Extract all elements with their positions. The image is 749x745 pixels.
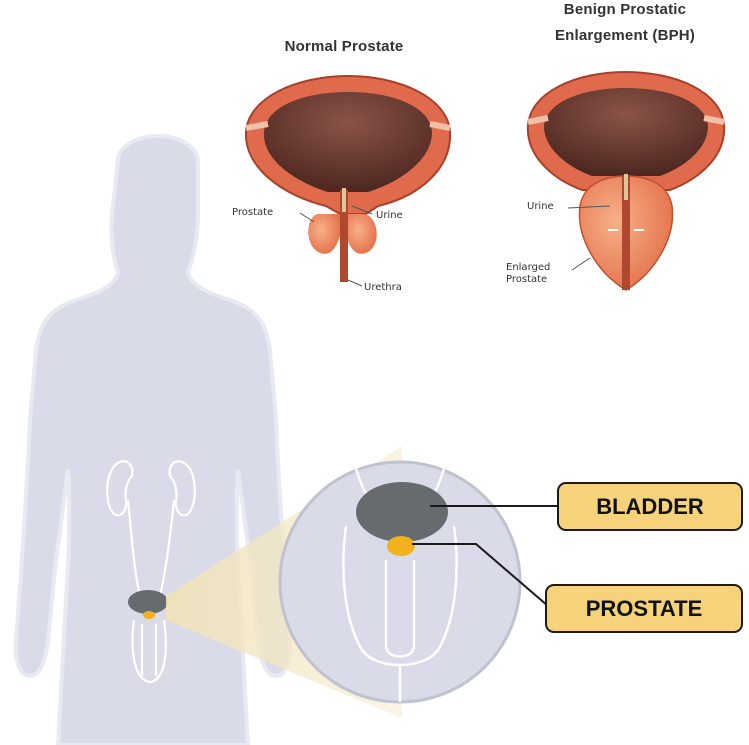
bph-illustration xyxy=(528,72,724,290)
zoom-prostate xyxy=(387,536,415,556)
prostate-callout: PROSTATE xyxy=(545,584,743,633)
normal-prostate-right xyxy=(346,214,377,254)
bph-label-enlarged-line2: Prostate xyxy=(506,274,550,286)
bph-label-enlarged-prostate: Enlarged Prostate xyxy=(506,262,550,286)
bph-label-urine: Urine xyxy=(527,201,554,213)
body-prostate xyxy=(143,611,155,619)
bph-label-enlarged-line1: Enlarged xyxy=(506,262,550,274)
normal-prostate-illustration xyxy=(246,76,450,286)
normal-urine-flow xyxy=(342,188,346,212)
bph-enlarged-pointer xyxy=(572,258,590,270)
zoom-bladder xyxy=(356,482,448,542)
bph-title: Benign Prostatic Enlargement (BPH) xyxy=(520,0,730,46)
normal-label-urethra: Urethra xyxy=(364,282,402,294)
bph-bladder-cavity xyxy=(544,88,708,176)
zoom-circle xyxy=(280,454,520,702)
body-bladder xyxy=(128,590,168,614)
normal-prostate-left xyxy=(308,214,340,254)
bph-title-line2: Enlargement (BPH) xyxy=(520,26,730,46)
bph-urine-flow xyxy=(624,174,628,200)
normal-label-urine: Urine xyxy=(376,210,403,222)
normal-urethra-pointer xyxy=(348,280,362,286)
normal-prostate-title: Normal Prostate xyxy=(244,37,444,57)
bladder-callout: BLADDER xyxy=(557,482,743,531)
normal-prostate-pointer xyxy=(300,213,314,222)
normal-label-prostate: Prostate xyxy=(232,207,273,219)
bph-title-line1: Benign Prostatic xyxy=(520,0,730,20)
